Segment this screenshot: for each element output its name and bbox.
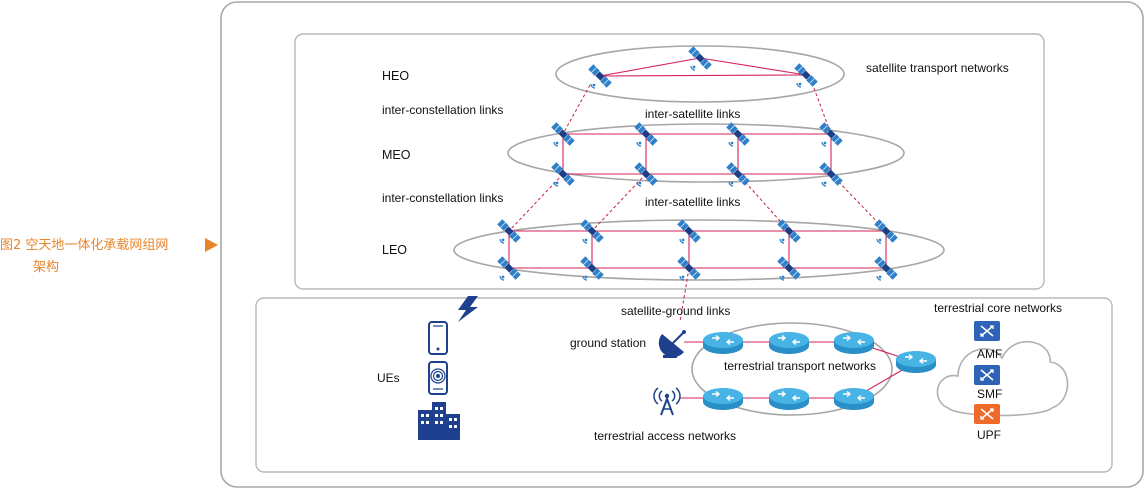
figure-caption: 图2 空天地一体化承载网组网	[0, 238, 168, 253]
satellite-icon	[687, 45, 713, 71]
upf-label: UPF	[977, 428, 1001, 442]
router-icon	[768, 331, 810, 355]
terrestrial-transport-label: terrestrial transport networks	[724, 359, 876, 373]
heo-orbit	[555, 45, 845, 103]
meo-orbit	[507, 123, 905, 183]
meo-label: MEO	[382, 148, 411, 162]
heo-links	[599, 57, 807, 77]
figure-caption-line2: 架构	[33, 260, 59, 275]
inter-satellite-label-2: inter-satellite links	[645, 195, 740, 209]
heo-satellites	[587, 45, 819, 89]
satellite-ground-label: satellite-ground links	[621, 304, 730, 318]
inter-constellation-label-2: inter-constellation links	[382, 191, 503, 205]
leo-orbit	[453, 219, 945, 281]
inter-constellation-label-1: inter-constellation links	[382, 103, 503, 117]
leo-satellites	[496, 218, 899, 281]
inter-satellite-label-1: inter-satellite links	[645, 107, 740, 121]
router-icon	[702, 387, 744, 411]
meo-links	[562, 133, 832, 175]
ground-station-dish-icon	[658, 330, 686, 358]
satellite-transport-label: satellite transport networks	[866, 61, 1009, 75]
router-icon	[833, 331, 875, 355]
smf-label: SMF	[977, 387, 1002, 401]
ues-label: UEs	[377, 371, 400, 385]
core-cloud	[936, 341, 1069, 417]
iot-device-icon	[428, 361, 448, 395]
space-panel	[294, 33, 1045, 290]
router-icon	[895, 350, 937, 374]
outer-frame	[220, 1, 1144, 488]
router-icon	[702, 331, 744, 355]
caption-arrow-icon	[205, 238, 218, 252]
amf-icon	[973, 320, 1001, 342]
terrestrial-core-label: terrestrial core networks	[934, 301, 1062, 315]
terrestrial-transport-ring	[691, 322, 893, 416]
smf-icon	[973, 364, 1001, 386]
terrestrial-access-label: terrestrial access networks	[594, 429, 736, 443]
smartphone-icon	[428, 321, 448, 355]
cell-tower-icon	[653, 387, 681, 416]
leo-label: LEO	[382, 243, 407, 257]
building-icon	[418, 402, 460, 440]
amf-label: AMF	[977, 347, 1002, 361]
wireless-bolt-icon	[458, 296, 478, 322]
router-icon	[768, 387, 810, 411]
ground-station-label: ground station	[570, 336, 646, 350]
upf-icon	[973, 403, 1001, 425]
router-icon	[833, 387, 875, 411]
leo-links	[508, 230, 887, 269]
heo-label: HEO	[382, 69, 409, 83]
